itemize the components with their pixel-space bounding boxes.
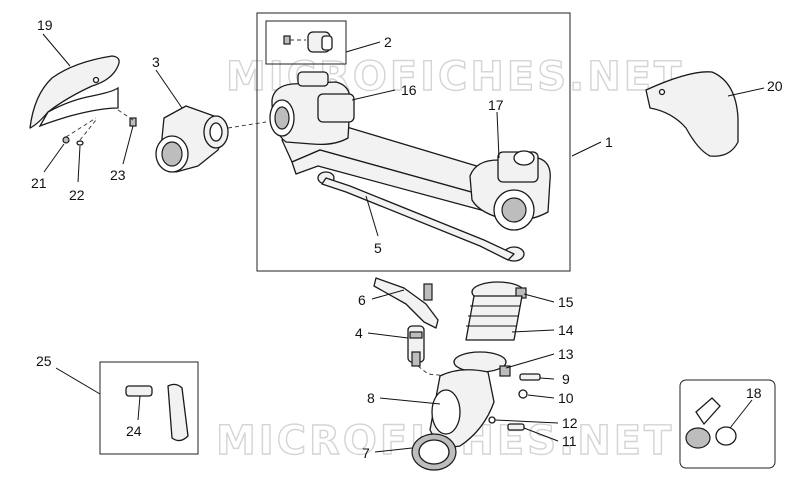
callout-9: 9: [562, 371, 570, 387]
leader-15: [523, 293, 555, 303]
leader-11: [523, 427, 559, 442]
leader-7: [374, 447, 413, 453]
callout-11: 11: [562, 433, 577, 449]
fuel-injector-4: [407, 325, 425, 367]
callout-8: 8: [367, 390, 375, 406]
callout-12: 12: [562, 415, 578, 431]
leader-14: [511, 329, 555, 333]
callout-13: 13: [558, 346, 574, 362]
leader-6: [371, 289, 405, 300]
callout-3: 3: [152, 54, 160, 70]
leader-16: [351, 89, 396, 101]
callout-7: 7: [362, 445, 370, 461]
intake-manifold-part: [155, 105, 229, 173]
callout-25: 25: [36, 353, 52, 369]
bolt-11: [507, 423, 525, 431]
leader-23: [122, 125, 134, 165]
leader-24: [137, 395, 141, 421]
sync-rod-5: [321, 177, 515, 261]
grommet-23: [129, 117, 137, 127]
leader-4: [367, 332, 409, 339]
hose-14: [465, 295, 523, 341]
leader-21: [43, 143, 65, 173]
callout-14: 14: [558, 322, 574, 338]
leader-19: [42, 33, 71, 67]
o-ring-7: [411, 433, 457, 471]
callout-2: 2: [384, 34, 392, 50]
callout-10: 10: [558, 390, 574, 406]
callout-6: 6: [358, 292, 366, 308]
leader-22: [77, 145, 81, 183]
kit-24-frame: [99, 361, 199, 455]
callout-19: 19: [37, 17, 53, 33]
intake-elbow-8: [429, 369, 495, 448]
leader-5: [365, 195, 379, 237]
left-cover-dashes: [65, 109, 134, 141]
leader-10: [527, 394, 555, 399]
callout-18: 18: [746, 385, 762, 401]
throttle-body-assembly-part: [269, 71, 551, 262]
grommet-18: [685, 397, 737, 449]
leader-2: [345, 41, 381, 53]
sensor-detail-frame: [265, 20, 347, 65]
washer-12: [488, 416, 496, 424]
leader-8: [379, 397, 441, 405]
callout-15: 15: [558, 294, 574, 310]
manifold-dashes: [227, 121, 267, 129]
leader-13: [505, 353, 555, 369]
leader-20: [727, 87, 765, 97]
connector-kit-24: [125, 383, 189, 442]
callout-21: 21: [31, 175, 47, 191]
injector-bracket-6: [373, 277, 439, 329]
leader-18: [729, 399, 753, 429]
washer-10: [518, 389, 528, 399]
right-cover-part: [645, 71, 739, 157]
callout-24: 24: [126, 423, 142, 439]
screw-21: [62, 136, 70, 144]
washer-22: [76, 140, 84, 146]
callout-17: 17: [488, 97, 504, 113]
part-18-frame: [679, 379, 776, 469]
left-cover-part: [29, 55, 120, 129]
callout-1: 1: [605, 134, 613, 150]
throttle-sensor-part: [283, 31, 333, 53]
leader-3: [155, 69, 183, 109]
callout-20: 20: [767, 78, 783, 94]
callout-22: 22: [69, 187, 85, 203]
bolt-9: [519, 373, 541, 381]
callout-16: 16: [401, 82, 417, 98]
throttle-body-assembly-frame: [256, 12, 571, 272]
leader-9: [539, 377, 555, 380]
leader-1: [571, 141, 602, 157]
callout-4: 4: [355, 325, 363, 341]
callout-23: 23: [110, 167, 126, 183]
leader-25: [55, 367, 101, 395]
leader-12: [494, 419, 559, 424]
leader-17: [496, 111, 500, 159]
callout-5: 5: [374, 240, 382, 256]
